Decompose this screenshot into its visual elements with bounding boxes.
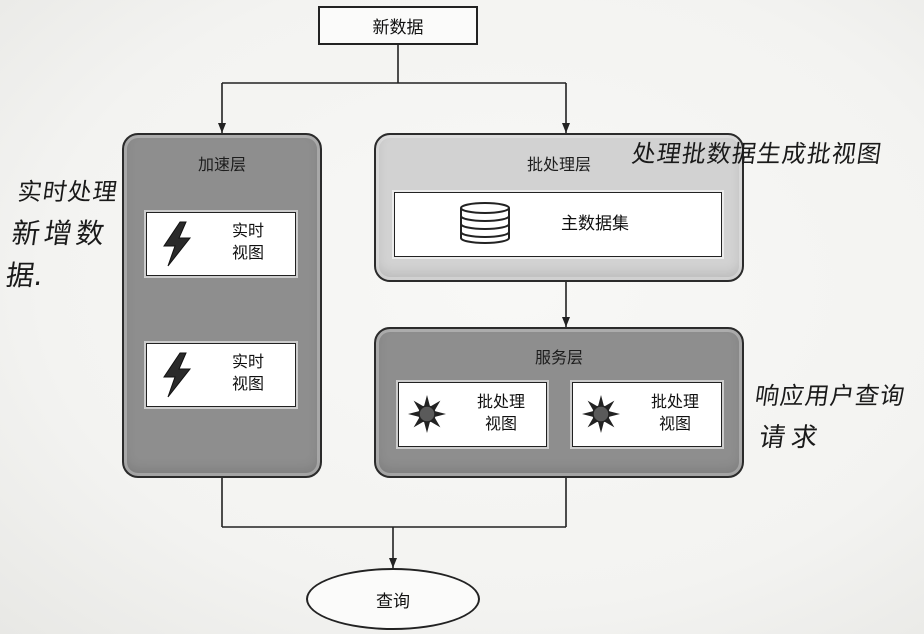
label-line: 批处理	[476, 394, 525, 411]
realtime-view-label: 实时 视图	[217, 221, 279, 265]
label-line: 视图	[658, 416, 691, 433]
lightning-icon	[163, 221, 192, 267]
sun-icon	[582, 395, 620, 433]
label-line: 视图	[231, 245, 264, 262]
handwritten-line: 据.	[3, 259, 46, 292]
batch-layer-title: 批处理层	[526, 157, 591, 174]
master-dataset-box: 主数据集	[394, 192, 722, 257]
batch-view-label: 批处理 视图	[637, 392, 713, 436]
speed-layer: 加速层 实时 视图 实时 视图	[122, 133, 322, 478]
handwritten-line: 请求	[757, 423, 826, 453]
handwritten-line: 响应用户查询	[753, 382, 908, 410]
query-node: 查询	[306, 568, 480, 630]
sun-icon	[408, 395, 446, 433]
label-line: 视图	[231, 376, 264, 393]
realtime-view-label: 实时 视图	[217, 352, 279, 396]
handwritten-note-batch-layer: 处理批数据生成批视图	[630, 140, 884, 168]
batch-view-box: 批处理 视图	[398, 382, 547, 447]
master-dataset-label: 主数据集	[561, 214, 629, 233]
handwritten-line: 实时处理	[15, 178, 120, 206]
query-label: 查询	[376, 591, 410, 611]
label-line: 实时	[231, 354, 264, 371]
realtime-view-box: 实时 视图	[146, 212, 296, 276]
speed-layer-title: 加速层	[197, 157, 246, 174]
handwritten-line: 新增数	[9, 217, 111, 250]
label-line: 视图	[484, 416, 517, 433]
database-icon	[460, 202, 510, 244]
batch-view-box: 批处理 视图	[572, 382, 722, 447]
serving-layer: 服务层 批处理 视图 批处理 视图	[374, 327, 744, 478]
new-data-label: 新数据	[372, 18, 424, 37]
lightning-icon	[163, 352, 192, 398]
label-line: 实时	[231, 223, 264, 240]
handwritten-note-speed-layer: 实时处理 新增数 据.	[3, 172, 120, 296]
handwritten-note-serving-layer: 响应用户查询 请求	[746, 376, 908, 460]
new-data-node: 新数据	[318, 6, 478, 45]
batch-layer: 批处理层 主数据集	[374, 133, 744, 282]
batch-view-label: 批处理 视图	[463, 392, 539, 436]
serving-layer-title: 服务层	[534, 350, 583, 367]
realtime-view-box: 实时 视图	[146, 343, 296, 407]
label-line: 批处理	[650, 394, 699, 411]
